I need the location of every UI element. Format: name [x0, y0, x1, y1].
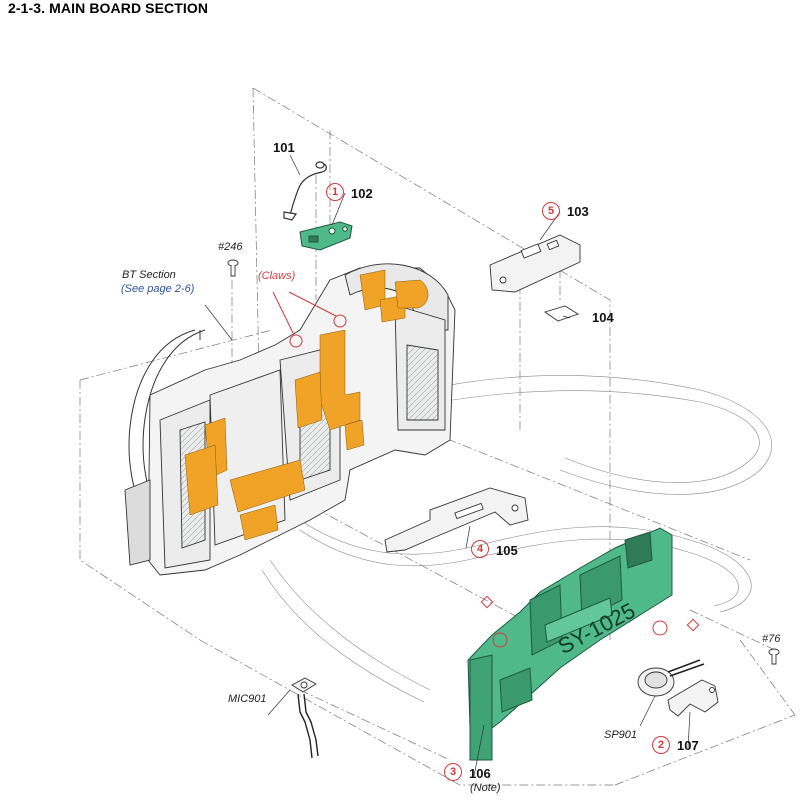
part-101-label: 101: [273, 140, 295, 155]
sp901-label: SP901: [604, 729, 638, 741]
claws-label: (Claws): [258, 270, 296, 282]
part-104-label: 104: [592, 310, 614, 325]
part-102-board: [299, 221, 353, 251]
section-title: 2-1-3. MAIN BOARD SECTION: [8, 0, 209, 16]
claw-markers: [272, 291, 700, 648]
part-101-cable: [283, 161, 327, 221]
screw-76: [768, 648, 780, 665]
part-106-note: (Note): [470, 782, 501, 794]
bt-see-page-link[interactable]: (See page 2-6): [121, 283, 195, 295]
part-103-label: 103: [567, 204, 589, 219]
part-102-label: 102: [351, 186, 373, 201]
step-5-badge: 5: [542, 202, 560, 220]
part-105-label: 105: [496, 543, 518, 558]
screw-246-label: #246: [218, 241, 243, 253]
part-106-main-board: [467, 527, 673, 761]
part-107-bracket: [667, 679, 719, 717]
part-103-bracket: [489, 234, 581, 293]
part-106-label: 106: [469, 766, 491, 781]
flex-cables: [184, 269, 429, 541]
screw-76-label: #76: [762, 633, 781, 645]
camera-chassis: [124, 263, 456, 576]
step-4-badge: 4: [471, 540, 489, 558]
part-104-tape: [543, 305, 580, 322]
mic-mic901: [291, 677, 319, 759]
bt-section-callout: BT Section: [122, 269, 176, 283]
part-105-bracket: [384, 487, 529, 553]
step-1-badge: 1: [326, 183, 344, 201]
screw-246: [227, 259, 239, 277]
step-2-badge: 2: [652, 736, 670, 754]
bt-section-label: BT Section: [122, 269, 176, 281]
mic901-label: MIC901: [228, 693, 267, 705]
part-107-label: 107: [677, 738, 699, 753]
cable-outlines: [261, 375, 772, 703]
step-3-badge: 3: [444, 763, 462, 781]
speaker-sp901: [637, 659, 705, 697]
